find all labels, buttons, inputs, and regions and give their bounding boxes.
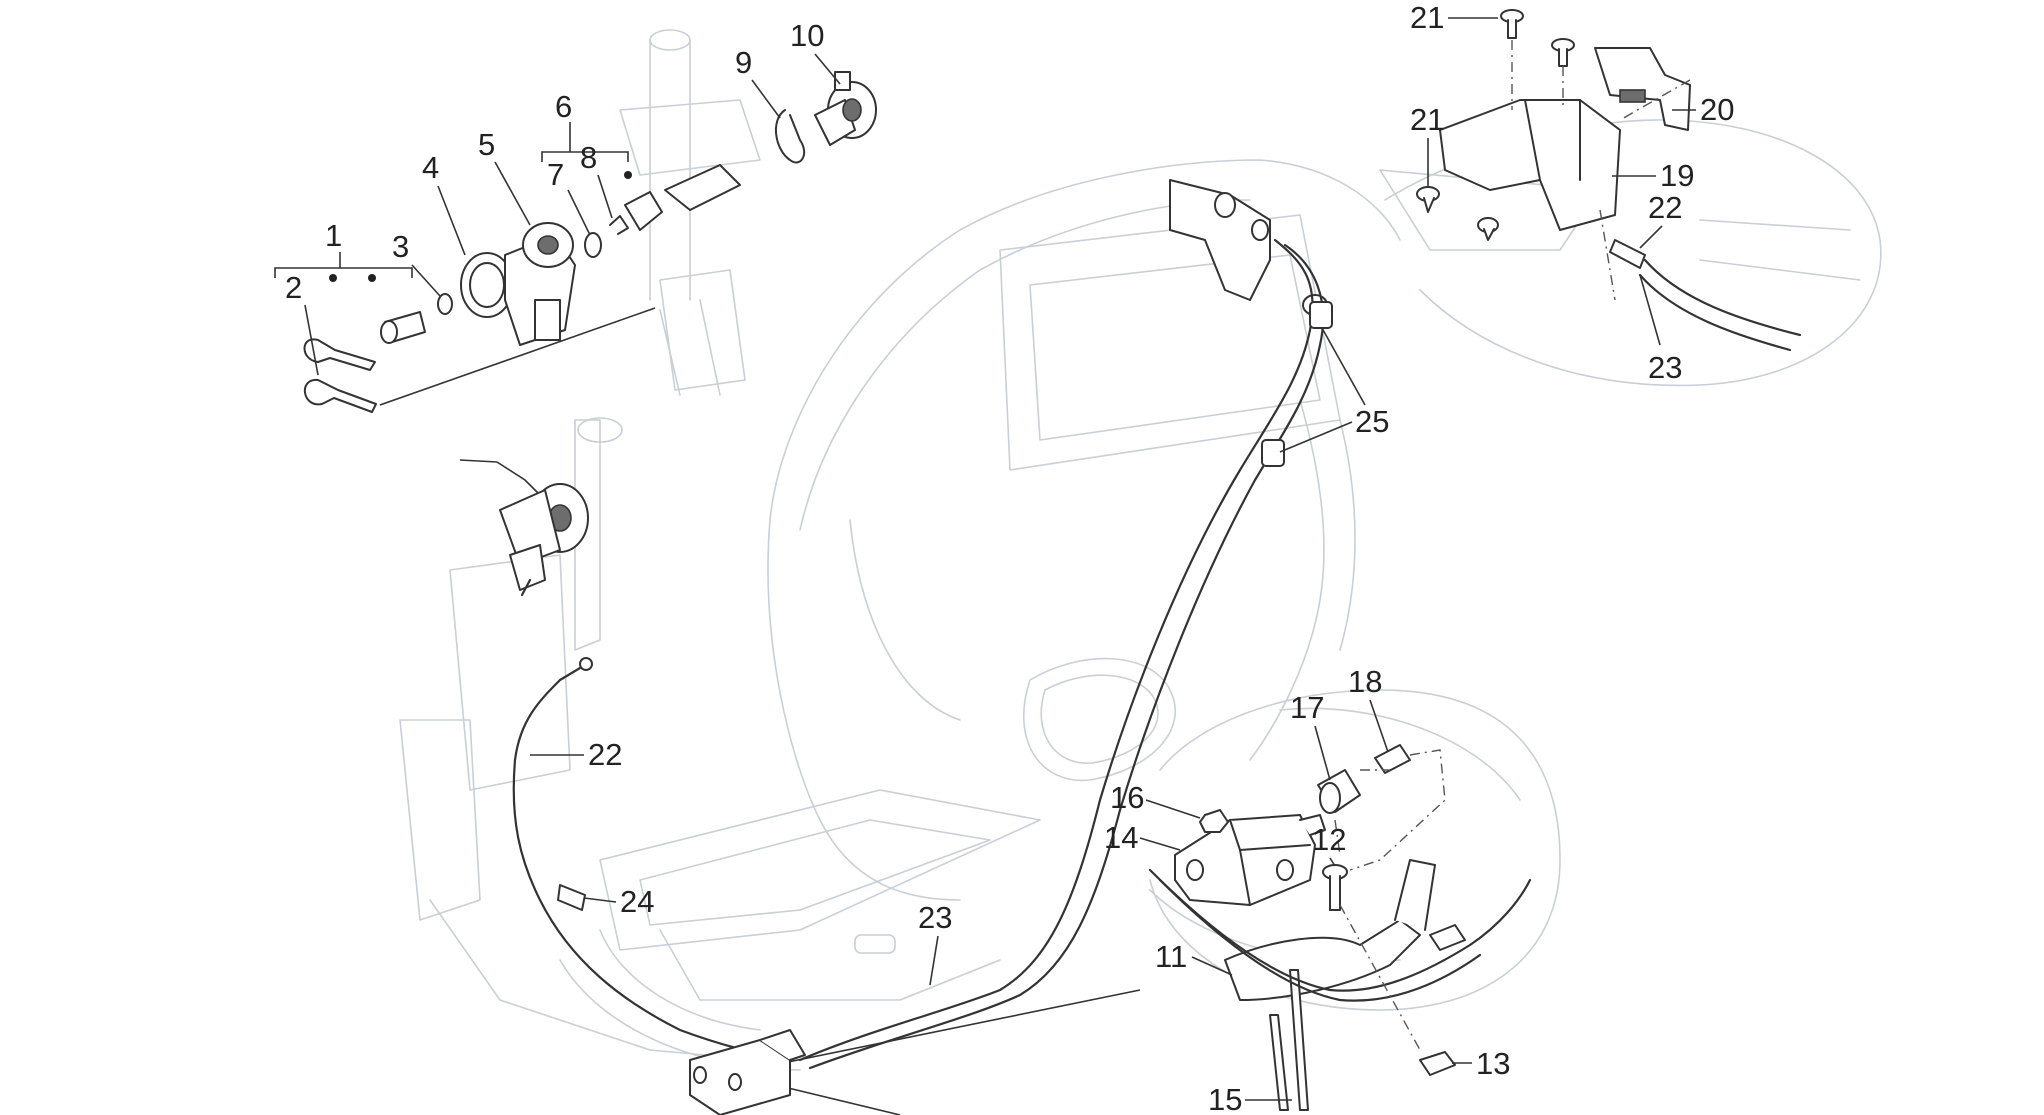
callout-6: 6	[555, 89, 572, 124]
callout-13: 13	[1476, 1046, 1510, 1081]
screw-icon	[1500, 9, 1524, 39]
lock-body-icon	[504, 222, 576, 346]
seat-latch-exploded	[1416, 9, 1802, 352]
ignition-lock-assembled	[499, 483, 589, 597]
latch-plate-icon	[1594, 47, 1691, 131]
lower-lock-installed	[689, 1029, 806, 1115]
bolt-icon	[1322, 864, 1348, 911]
callout-22a: 22	[1648, 190, 1682, 225]
long-bolt-icon	[1289, 969, 1309, 1111]
lock-actuator-icon	[1174, 814, 1326, 906]
spring-clip-icon	[1419, 1051, 1456, 1076]
callout-20: 20	[1700, 92, 1734, 127]
callout-3: 3	[392, 229, 409, 264]
key-icon	[303, 338, 377, 413]
callout-4: 4	[422, 150, 439, 185]
callout-23a: 23	[1648, 350, 1682, 385]
callout-21a: 21	[1410, 0, 1444, 35]
rear-lock-exploded	[1148, 744, 1532, 1111]
cable-clip-icon	[557, 884, 586, 911]
release-cables	[512, 238, 1333, 1070]
ignition-lock-exploded	[303, 71, 877, 413]
washer-icon	[584, 232, 602, 258]
callout-15: 15	[1208, 1082, 1242, 1115]
callout-2: 2	[285, 270, 302, 305]
callout-8: 8	[580, 140, 597, 175]
cable-end-icon	[1609, 239, 1646, 269]
callout-23b: 23	[918, 900, 952, 935]
callout-25: 25	[1355, 404, 1389, 439]
callout-22b: 22	[588, 737, 622, 772]
callout-12: 12	[1312, 822, 1346, 857]
callout-18: 18	[1348, 664, 1382, 699]
callout-9: 9	[735, 45, 752, 80]
callout-19: 19	[1660, 158, 1694, 193]
callout-7: 7	[547, 157, 564, 192]
callout-16: 16	[1110, 780, 1144, 815]
spring-clip-icon	[609, 215, 629, 235]
retaining-wire-icon	[774, 109, 806, 164]
o-ring-icon	[437, 293, 453, 315]
callout-5: 5	[478, 127, 495, 162]
cable-clip-icon	[1309, 301, 1333, 329]
screw-icon	[1477, 217, 1499, 241]
nut-icon	[1199, 809, 1229, 833]
callout-11: 11	[1155, 939, 1187, 974]
cable-adjuster-icon	[1374, 744, 1411, 774]
callout-17: 17	[1290, 690, 1324, 725]
callout-24: 24	[620, 884, 654, 919]
callout-21b: 21	[1410, 102, 1444, 137]
steering-lock-icon	[814, 71, 877, 146]
mounting-bracket-icon	[1224, 919, 1421, 1001]
callout-1: 1	[325, 218, 342, 253]
cable-clip-icon	[1261, 439, 1285, 467]
screw-icon	[1416, 186, 1440, 213]
callout-labels: 1 2 3 4 5 6 7 8 9 10 11 12 13 14 15 16	[274, 0, 1734, 1115]
callout-14: 14	[1104, 820, 1138, 855]
screw-icon	[1551, 38, 1575, 67]
long-bolt-icon	[1269, 1014, 1289, 1111]
callout-10: 10	[790, 18, 824, 53]
lock-cam-icon	[624, 191, 663, 231]
cable-sleeve-icon	[1317, 769, 1361, 814]
latch-bracket-icon	[1439, 99, 1621, 231]
lock-cylinder-icon	[380, 311, 426, 344]
assembly-leaders	[379, 307, 1141, 1115]
